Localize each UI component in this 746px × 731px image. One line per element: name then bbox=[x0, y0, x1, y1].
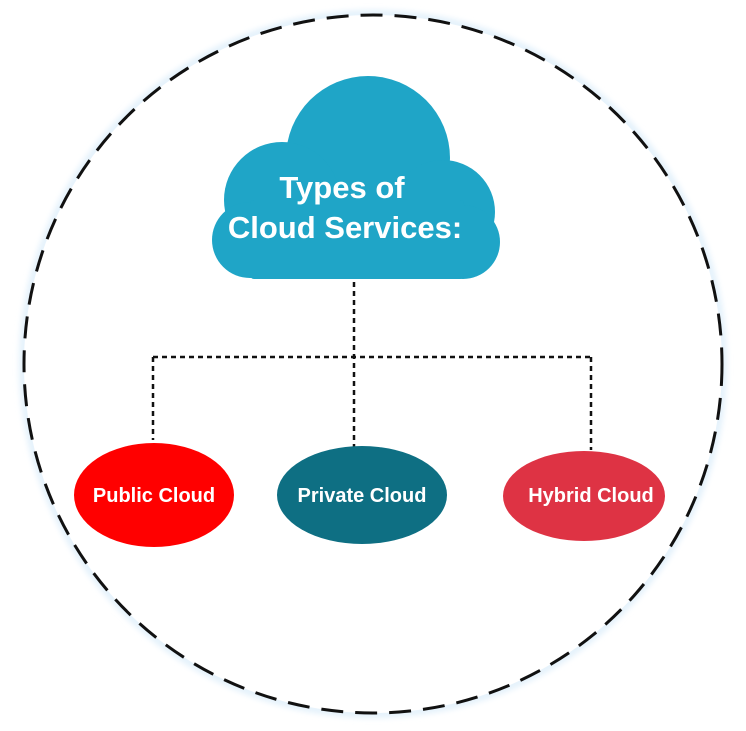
node-public-cloud[interactable]: Public Cloud bbox=[74, 443, 234, 547]
node-hybrid-cloud[interactable]: Hybrid Cloud bbox=[503, 451, 665, 541]
cloud-title-line1: Types of bbox=[279, 170, 405, 205]
cloud-title-line2: Cloud Services: bbox=[228, 210, 462, 245]
private-cloud-label: Private Cloud bbox=[298, 485, 427, 507]
hybrid-cloud-label: Hybrid Cloud bbox=[528, 485, 654, 507]
node-private-cloud[interactable]: Private Cloud bbox=[277, 446, 447, 544]
cloud-icon bbox=[212, 76, 500, 279]
hybrid-cloud-ellipse bbox=[503, 451, 665, 541]
connector-lines bbox=[151, 282, 593, 450]
private-cloud-ellipse bbox=[277, 446, 447, 544]
public-cloud-ellipse bbox=[74, 443, 234, 547]
public-cloud-label: Public Cloud bbox=[93, 485, 215, 507]
outer-dashed-circle bbox=[22, 13, 724, 715]
